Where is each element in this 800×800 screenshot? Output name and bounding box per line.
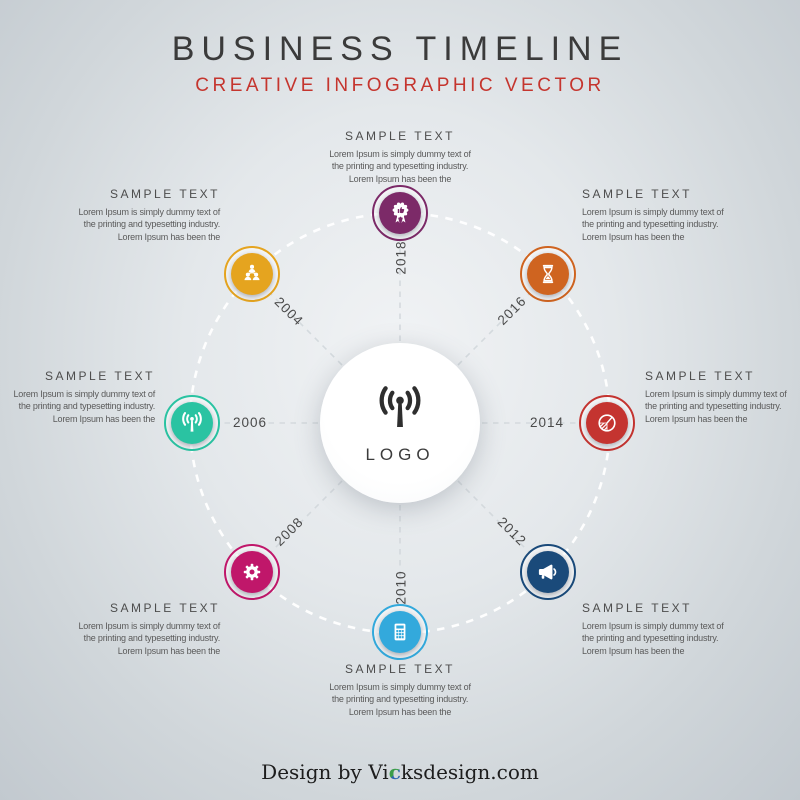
pie-chart-icon bbox=[598, 414, 616, 432]
sample-heading: SAMPLE TEXT bbox=[110, 601, 220, 615]
antenna-icon bbox=[182, 412, 202, 432]
node-circle bbox=[231, 551, 273, 593]
sample-body-line: Lorem Ipsum is simply dummy text of bbox=[582, 207, 724, 217]
brand-name-end: ksdesign.com bbox=[400, 760, 539, 784]
sample-body-line: the printing and typesetting industry. bbox=[645, 401, 782, 412]
credit-prefix: Design by bbox=[261, 760, 369, 784]
sample-body-line: Lorem Ipsum has been the bbox=[348, 173, 452, 184]
sample-heading: SAMPLE TEXT bbox=[110, 187, 220, 201]
timeline-node-2010 bbox=[372, 604, 428, 660]
text-block-2018: SAMPLE TEXT Lorem Ipsum is simply dummy … bbox=[270, 129, 530, 185]
node-circle bbox=[231, 253, 273, 295]
sample-body-line: the printing and typesetting industry. bbox=[83, 633, 221, 644]
year-label-2018: 2018 bbox=[393, 240, 409, 275]
sample-body-line: the printing and typesetting industry. bbox=[582, 219, 719, 230]
sample-body-line: the printing and typesetting industry. bbox=[331, 161, 469, 172]
team-icon bbox=[244, 264, 260, 281]
node-circle bbox=[527, 551, 569, 593]
node-circle bbox=[379, 192, 421, 234]
timeline-node-2006 bbox=[164, 395, 220, 451]
sample-body-line: Lorem Ipsum has been the bbox=[645, 413, 748, 424]
logo-label: LOGO bbox=[365, 444, 435, 464]
node-circle bbox=[527, 253, 569, 295]
page-title: BUSINESS TIMELINE bbox=[171, 30, 629, 68]
sample-body-line: the printing and typesetting industry. bbox=[83, 219, 221, 230]
node-circle bbox=[379, 611, 421, 653]
footer-credit: Design by Vicksdesign.com bbox=[0, 760, 800, 784]
sample-body-line: Lorem Ipsum is simply dummy text of bbox=[13, 389, 155, 399]
sample-body-line: Lorem Ipsum has been the bbox=[582, 231, 685, 242]
header: BUSINESS TIMELINE CREATIVE INFOGRAPHIC V… bbox=[0, 30, 800, 97]
year-label-2014: 2014 bbox=[529, 415, 565, 430]
timeline-node-2014 bbox=[579, 395, 635, 451]
timeline-node-2016 bbox=[520, 246, 576, 302]
node-circle bbox=[171, 402, 213, 444]
hourglass-icon bbox=[542, 264, 554, 284]
node-circle bbox=[586, 402, 628, 444]
text-block-2016: SAMPLE TEXT Lorem Ipsum is simply dummy … bbox=[582, 187, 724, 243]
sample-body-line: Lorem Ipsum is simply dummy text of bbox=[329, 682, 471, 692]
text-block-2012: SAMPLE TEXT Lorem Ipsum is simply dummy … bbox=[582, 601, 724, 657]
sample-body-line: Lorem Ipsum has been the bbox=[52, 413, 155, 424]
text-block-2006: SAMPLE TEXT Lorem Ipsum is simply dummy … bbox=[13, 369, 155, 425]
center-logo-circle: LOGO bbox=[320, 343, 480, 503]
antenna-icon bbox=[379, 385, 421, 427]
text-block-2004: SAMPLE TEXT Lorem Ipsum is simply dummy … bbox=[78, 187, 220, 243]
calculator-icon bbox=[394, 623, 406, 641]
text-block-2014: SAMPLE TEXT Lorem Ipsum is simply dummy … bbox=[645, 369, 787, 425]
sample-body-line: the printing and typesetting industry. bbox=[18, 401, 156, 412]
timeline-node-2018 bbox=[372, 185, 428, 241]
sample-heading: SAMPLE TEXT bbox=[45, 369, 155, 383]
sample-body-line: the printing and typesetting industry. bbox=[582, 633, 719, 644]
sample-body-line: Lorem Ipsum is simply dummy text of bbox=[78, 621, 220, 631]
year-label-2006: 2006 bbox=[232, 415, 268, 430]
brand-color-letter: c bbox=[388, 760, 401, 784]
gear-icon bbox=[243, 563, 261, 581]
sample-body-line: Lorem Ipsum is simply dummy text of bbox=[78, 207, 220, 217]
brand-name-start: Vi bbox=[368, 760, 389, 784]
sample-body-line: the printing and typesetting industry. bbox=[331, 694, 469, 705]
sample-heading: SAMPLE TEXT bbox=[582, 601, 692, 615]
sample-body-line: Lorem Ipsum has been the bbox=[348, 706, 452, 717]
sample-body-line: Lorem Ipsum has been the bbox=[117, 231, 220, 242]
sample-body-line: Lorem Ipsum is simply dummy text of bbox=[329, 149, 471, 159]
megaphone-icon bbox=[538, 564, 557, 580]
year-label-2010: 2010 bbox=[393, 570, 409, 605]
sample-heading: SAMPLE TEXT bbox=[345, 129, 455, 143]
sample-heading: SAMPLE TEXT bbox=[345, 662, 455, 676]
timeline-node-2008 bbox=[224, 544, 280, 600]
sample-heading: SAMPLE TEXT bbox=[582, 187, 692, 201]
sample-body-line: Lorem Ipsum has been the bbox=[117, 645, 220, 656]
timeline-node-2012 bbox=[520, 544, 576, 600]
timeline-node-2004 bbox=[224, 246, 280, 302]
sample-heading: SAMPLE TEXT bbox=[645, 369, 755, 383]
sample-body-line: Lorem Ipsum is simply dummy text of bbox=[645, 389, 787, 399]
text-block-2008: SAMPLE TEXT Lorem Ipsum is simply dummy … bbox=[78, 601, 220, 657]
text-block-2010: SAMPLE TEXT Lorem Ipsum is simply dummy … bbox=[270, 662, 530, 718]
sample-body-line: Lorem Ipsum has been the bbox=[582, 645, 685, 656]
sample-body-line: Lorem Ipsum is simply dummy text of bbox=[582, 621, 724, 631]
medal-icon bbox=[392, 202, 408, 223]
page-subtitle: CREATIVE INFOGRAPHIC VECTOR bbox=[195, 75, 605, 96]
